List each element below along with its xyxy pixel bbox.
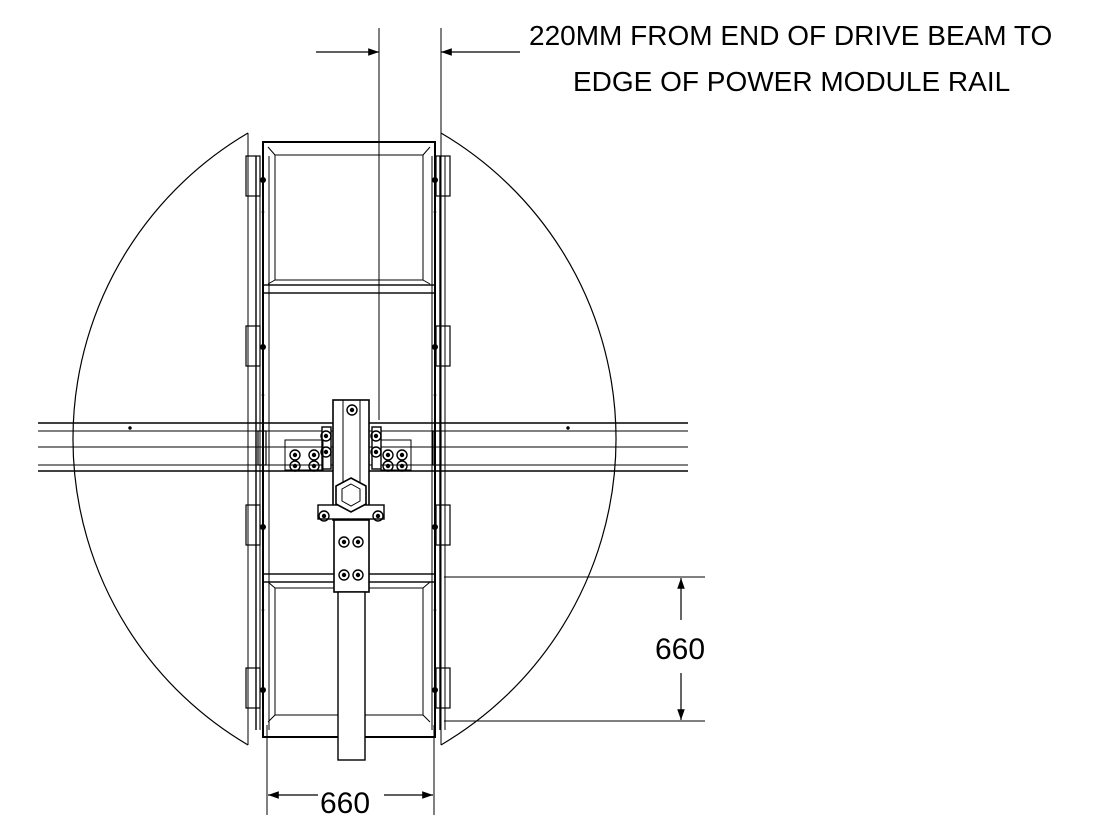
- dimension-note-line-2: EDGE OF POWER MODULE RAIL: [573, 66, 1010, 97]
- horizontal-dimension-label: 660: [320, 787, 370, 820]
- circular-boundary: [72, 132, 617, 746]
- dimension-note-line-1: 220MM FROM END OF DRIVE BEAM TO: [529, 20, 1052, 51]
- drive-bracket: [284, 399, 412, 761]
- vertical-dimension-label: 660: [655, 633, 705, 666]
- offset-dimension: [316, 28, 520, 420]
- vertical-dimension: [444, 576, 705, 722]
- horizontal-dimension: [266, 725, 435, 815]
